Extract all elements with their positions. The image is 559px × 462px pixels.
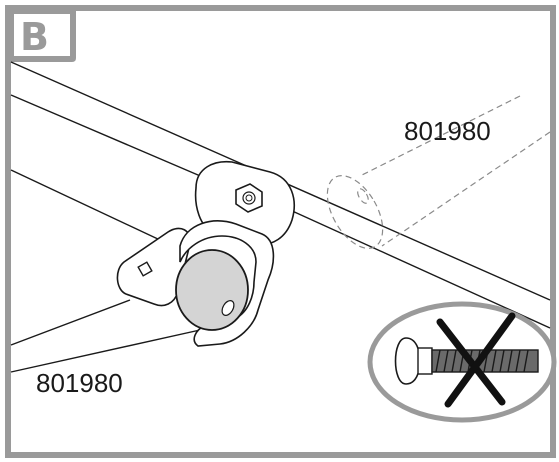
tube-end-cap (175, 249, 249, 331)
step-letter: B (20, 15, 49, 59)
tube-cross-lower-edge (10, 299, 131, 346)
upper-tube-part-number: 801980 (404, 116, 491, 146)
tube-main-lower-edge (10, 94, 206, 179)
bolt-tip (245, 194, 253, 202)
tube-main-lower-edge-right (267, 199, 551, 329)
diagram-frame (5, 5, 556, 458)
tube-end-hole (221, 300, 235, 316)
square-hole (137, 261, 153, 277)
clamp-left-flap (116, 227, 191, 307)
clamp-ring (179, 220, 275, 347)
lower-tube-part-number: 801980 (36, 368, 123, 398)
tube-cross-lower-edge-2 (10, 329, 201, 373)
phantom-tube (326, 95, 551, 249)
step-tab-inner (14, 14, 70, 56)
carriage-bolt-crossed-out-icon (367, 301, 557, 423)
tube-cross-upper-edge (10, 169, 161, 241)
